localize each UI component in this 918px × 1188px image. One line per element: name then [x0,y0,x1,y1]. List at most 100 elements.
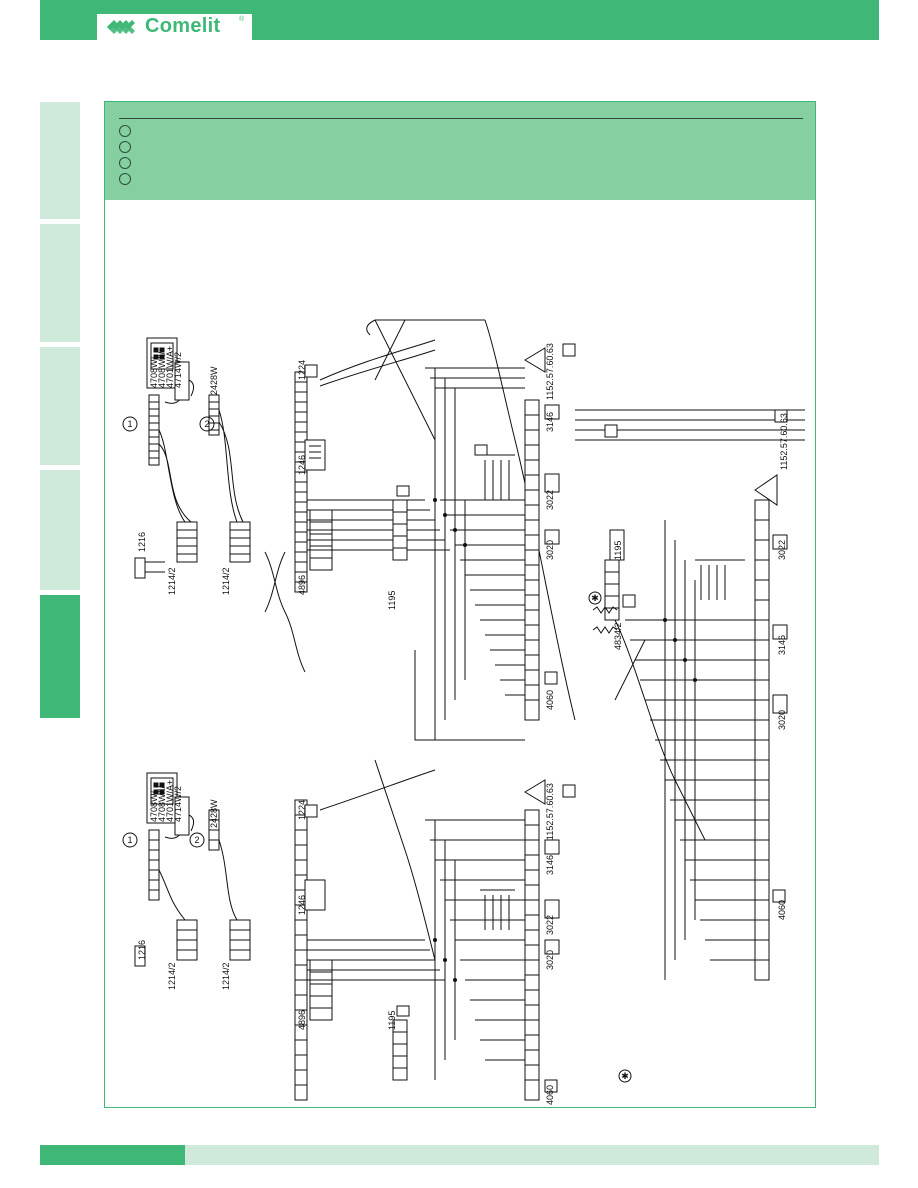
distributor-1214-upper [176,521,198,563]
label-1152-right: 1152.57.60.63 [779,413,789,470]
header-rule [119,118,803,119]
distributor-1214-lower [229,521,251,563]
wiring-diagram-panel: 1216 1214/2 1214/2 4896 1246 1224 1195 4… [104,101,816,1108]
module-1224-bottom [304,804,318,818]
module-3146-upper [544,404,560,420]
footer-accent [40,1145,185,1165]
label-3022-top: 3022 [545,490,555,510]
monitor-4708w-top-icon [146,337,185,404]
label-1214-top-b: 1214/2 [221,567,231,595]
module-4060-upper [544,671,558,685]
controller-row-upper [524,399,540,721]
module-4060-lower [544,1079,558,1093]
marker-1-bottom-text: 1 [127,835,132,845]
side-tab-1[interactable] [40,102,80,219]
marker-1-bottom [122,832,138,848]
label-1246-bottom: 1246 [297,895,307,915]
module-1246-bottom [304,879,326,911]
label-3020-top: 3020 [545,540,555,560]
controller-row-lower [524,809,540,1101]
label-4708-bottom-a: 4708W/ [149,790,159,822]
module-4896-bottom [309,959,333,1021]
terminator-1216-top [134,557,146,579]
door-panel-terminal-block-bottom [294,799,308,1101]
label-3146-right: 3146 [777,635,787,655]
module-3020-lower [544,939,560,955]
brand-name: Comelit [145,15,221,37]
door-panel-terminal-block-top [294,371,308,593]
asterisk-upper-text: ✱ [591,593,599,603]
label-4708-top-a: 4708W/ [149,356,159,388]
label-1224-top: 1224 [297,360,307,380]
side-tab-3[interactable] [40,347,80,465]
side-tab-2[interactable] [40,224,80,342]
label-2428-top: 2428W [209,366,219,395]
label-1216-bottom: 1216 [137,940,147,960]
module-1224-top [304,364,318,378]
label-1246-top: 1246 [297,455,307,475]
marker-2-top [199,416,215,432]
module-3022-right [772,534,788,550]
label-4834: 4834/2 [613,622,623,650]
terminal-strip-handset-top [208,394,220,436]
label-3146-top: 3146 [545,412,555,432]
transformer-1152-right [754,474,778,506]
label-1224-bottom: 1224 [297,800,307,820]
label-1195-right: 1195 [613,541,623,560]
marker-2-bottom-text: 2 [194,835,199,845]
label-3022-bottom: 3022 [545,915,555,935]
legend-circle-1 [119,125,131,137]
label-1216-top: 1216 [137,532,147,552]
legend-circle-2 [119,141,131,153]
marker-2-top-text: 2 [204,419,209,429]
label-4708-bottom-c: 4701W/A+ [165,780,175,822]
module-3022-upper [544,473,560,493]
label-4708-top-d: 4714W/2 [173,352,183,388]
label-4060-bottom: 4060 [545,1085,555,1105]
module-3020-upper [544,529,560,545]
label-1152-bottom: 1152.57.60.63 [545,783,555,840]
label-1195-bottom: 1195 [387,1011,397,1030]
legend-circle-3 [119,157,131,169]
terminator-1216-bottom [134,945,146,967]
side-tab-5-active[interactable] [40,595,80,718]
logo-mark-icon [107,20,135,34]
module-3022-lower [544,899,560,919]
comelit-logo: Comelit ® [97,14,252,40]
label-3022-right: 3022 [777,540,787,560]
psu-1195-bottom [392,1019,408,1081]
asterisk-marker-lower [618,1069,632,1083]
terminal-strip-monitor-top [148,394,160,466]
panel-header [105,102,815,200]
label-1214-bottom-b: 1214/2 [221,962,231,990]
module-3146-right [772,624,788,640]
label-4896-bottom: 4896 [297,1010,307,1030]
footer-bar [40,1145,879,1165]
handset-2428w-top-icon [174,361,195,401]
transformer-1152-upper [524,347,546,373]
module-3146-lower [544,839,560,855]
label-2428-bottom: 2428W [209,799,219,828]
label-3146-bottom: 3146 [545,855,555,875]
wiring-diagram: 1216 1214/2 1214/2 4896 1246 1224 1195 4… [122,319,805,1105]
transformer-1152-lower [524,779,546,805]
module-3020-right [772,694,788,714]
side-tab-4[interactable] [40,470,80,590]
module-4060-right [772,889,786,903]
label-3020-right: 3020 [777,710,787,730]
label-4708-bottom-b: 4708W/I/ [157,785,167,822]
psu-1195-upper [392,499,408,561]
label-1214-top-a: 1214/2 [167,567,177,595]
label-1195-top: 1195 [387,591,397,610]
asterisk-lower-text: ✱ [621,1071,629,1081]
controller-row-right [754,499,770,981]
module-1246-top [304,439,326,471]
brand-registered-mark: ® [239,16,245,23]
label-3020-bottom: 3020 [545,950,555,970]
label-4708-top-c: 4701W/A+ [165,346,175,388]
label-1152-top: 1152.57.60.63 [545,343,555,400]
marker-2-bottom [189,832,205,848]
label-4896-top: 4896 [297,575,307,595]
marker-1-top [122,416,138,432]
label-4060-right: 4060 [777,900,787,920]
